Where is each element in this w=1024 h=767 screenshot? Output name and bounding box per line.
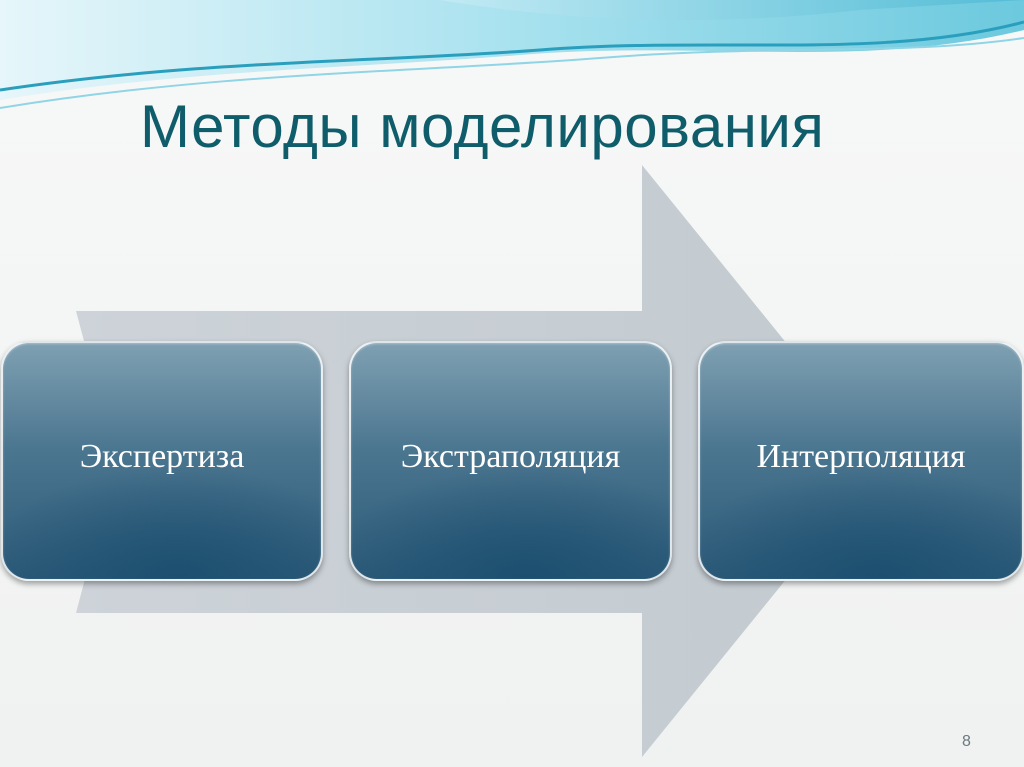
page-number: 8	[962, 733, 971, 750]
step-label: Экспертиза	[79, 438, 245, 475]
step-box-expertise: Экспертиза	[1, 341, 323, 581]
header-wave-decoration	[0, 0, 1024, 109]
slide-title: Методы моделирования	[140, 93, 825, 160]
step-label: Экстраполяция	[400, 438, 621, 475]
step-box-extrapolation: Экстраполяция	[349, 341, 672, 581]
step-label: Интерполяция	[756, 438, 966, 475]
step-box-interpolation: Интерполяция	[698, 341, 1024, 581]
